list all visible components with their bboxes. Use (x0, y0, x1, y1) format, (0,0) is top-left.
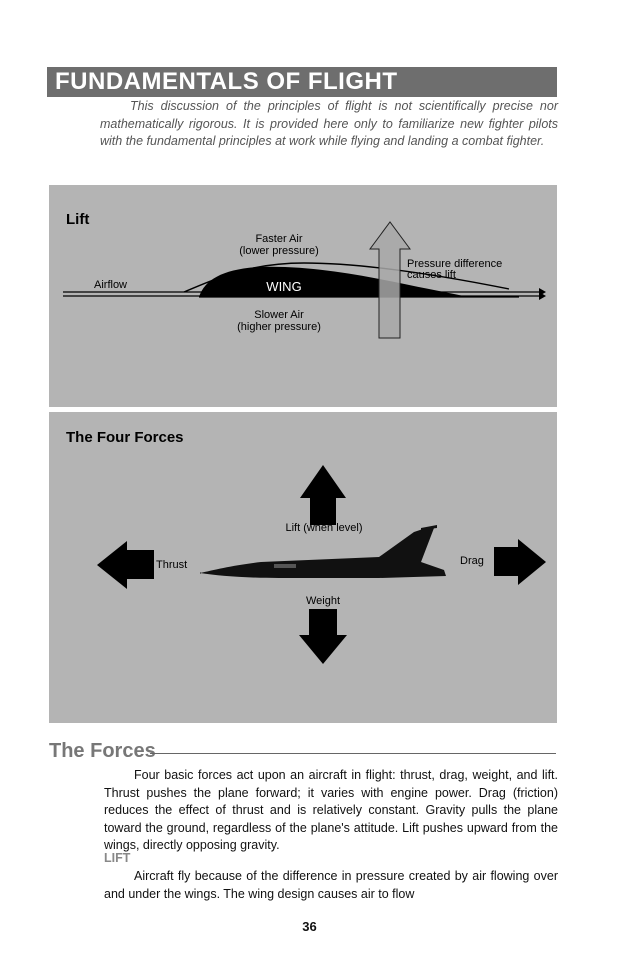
lift-force-label: Lift (when level) (285, 522, 363, 534)
higher-pressure-label: (higher pressure) (237, 321, 321, 333)
lower-pressure-label: (lower pressure) (239, 245, 319, 257)
lift-force-arrow-icon (300, 465, 346, 525)
thrust-arrow-icon (97, 541, 154, 589)
wing-label: WING (266, 279, 302, 294)
weight-arrow-icon (299, 609, 347, 664)
jet-marking (274, 564, 296, 568)
weight-label: Weight (305, 595, 341, 607)
section-title: The Forces (49, 740, 156, 762)
slower-air-label: Slower Air (254, 309, 304, 321)
fighter-jet-icon (200, 525, 446, 578)
intro-text: This discussion of the principles of fli… (100, 99, 558, 148)
forces-paragraph: Four basic forces act upon an aircraft i… (104, 768, 558, 852)
lift-illustration (63, 221, 546, 339)
four-forces-diagram: The Four Forces Lift (when level) Thrust… (49, 412, 557, 723)
forces-illustration (97, 465, 546, 664)
title-banner: FUNDAMENTALS OF FLIGHT (47, 67, 557, 97)
lift-subheading: LIFT (104, 851, 131, 865)
page-title: FUNDAMENTALS OF FLIGHT (55, 68, 398, 95)
faster-air-label: Faster Air (255, 233, 303, 245)
lift-diagram: Lift Faster Air (lower pressure) Airflow… (49, 185, 557, 407)
airflow-label: Airflow (94, 279, 128, 291)
lift-paragraph: Aircraft fly because of the difference i… (104, 869, 558, 901)
causes-lift-label: causes lift (407, 269, 456, 281)
drag-arrow-icon (494, 539, 546, 585)
pressure-difference-label: Pressure difference (407, 258, 503, 270)
forces-title: The Four Forces (66, 429, 184, 446)
drag-label: Drag (460, 555, 484, 567)
lift-title: Lift (66, 211, 90, 228)
page-number: 36 (302, 919, 317, 934)
lift-arrow-icon (369, 221, 411, 339)
airflow-arrowhead-icon (539, 292, 546, 300)
thrust-label: Thrust (156, 559, 188, 571)
section-divider (150, 753, 556, 754)
wing-shape (199, 266, 469, 297)
